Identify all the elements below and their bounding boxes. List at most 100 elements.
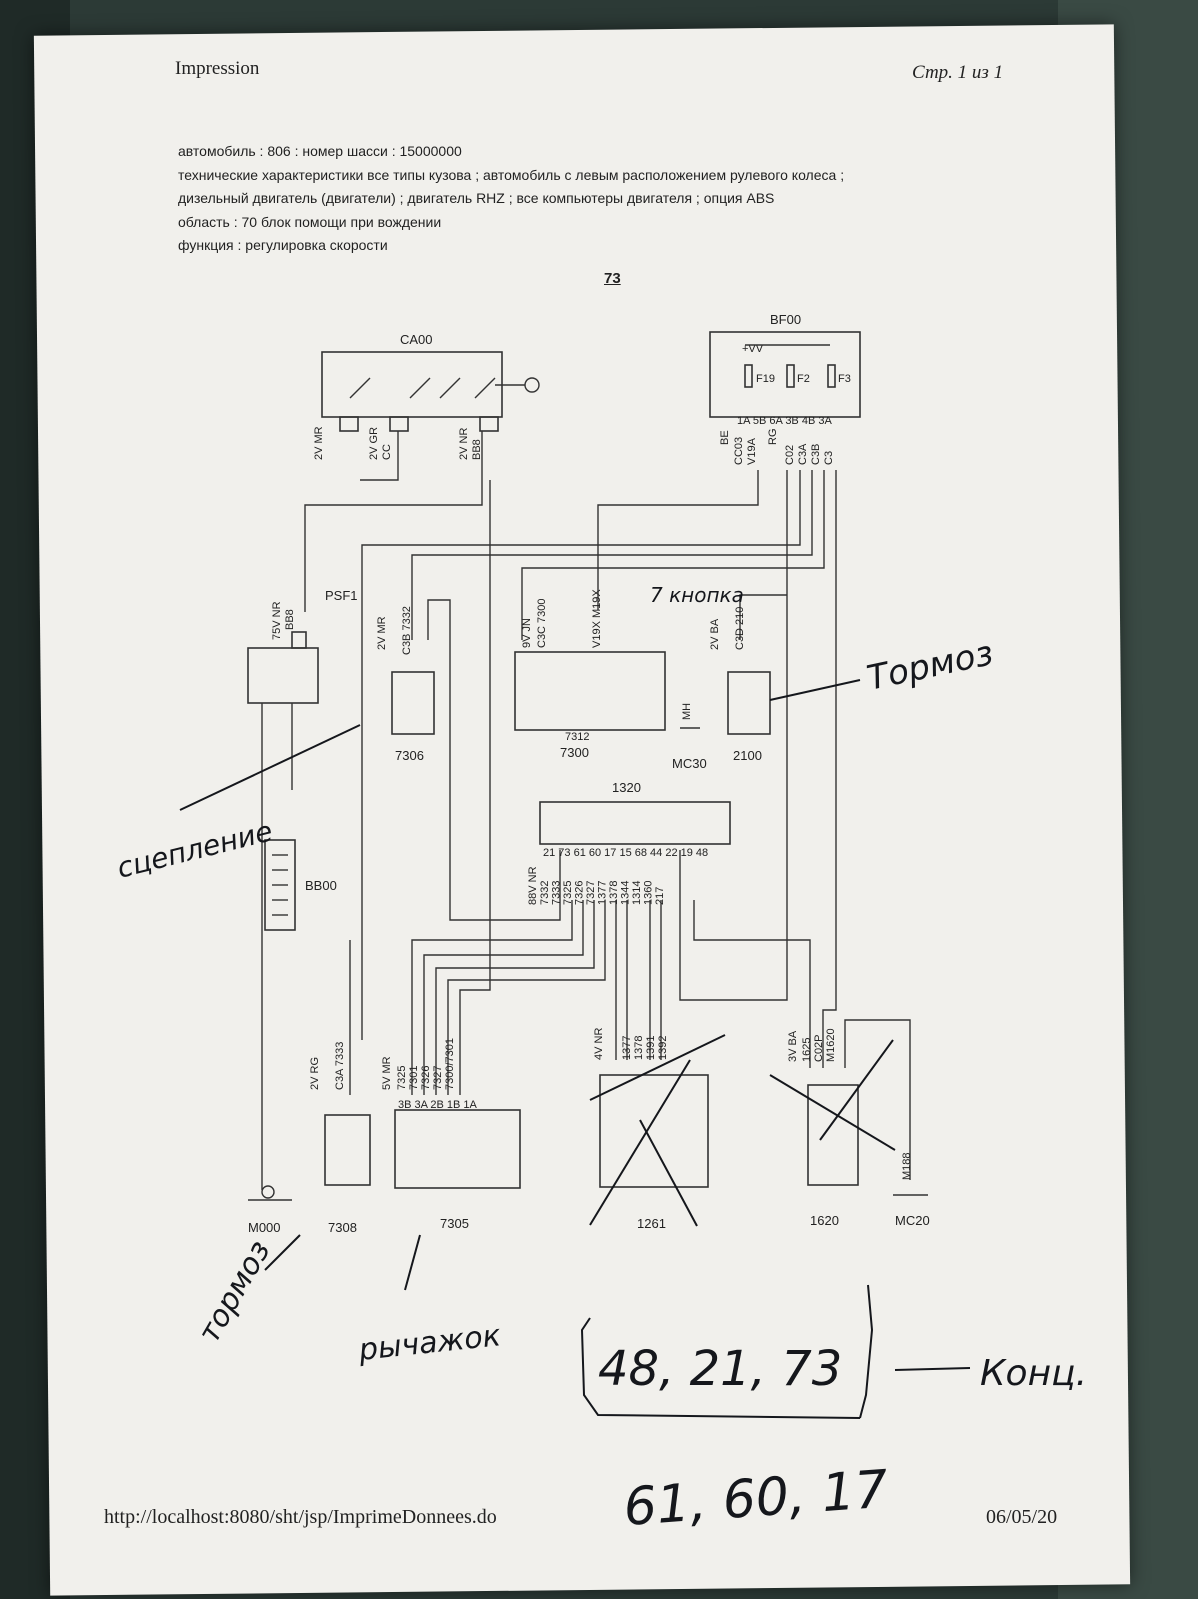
header-title: Impression: [175, 58, 260, 79]
bf00-pins: 1A 5B 6A 3B 4B 3A: [737, 415, 832, 427]
fuse-f3-label: F3: [838, 373, 851, 385]
c1620-wire-label: M1620: [825, 1028, 837, 1062]
header-page-number: Стр. 1 из 1: [912, 62, 1004, 83]
c1620-wire-label: 1625: [801, 1038, 813, 1062]
ca00-conn-c: 2V NR: [458, 428, 470, 460]
bf00-wire-c3a: C3A: [797, 443, 809, 465]
c7305-conn: 5V MR: [381, 1056, 393, 1090]
c2100-wire: C3D 210: [734, 607, 746, 650]
bb00-label: BB00: [305, 878, 337, 893]
c1320-pins: 21 73 61 60 17 15 68 44 22 19 48: [543, 847, 708, 859]
footer-date: 06/05/20: [986, 1506, 1058, 1528]
bf00-conn-a: BE: [719, 430, 731, 445]
note-lever: рычажок: [356, 1318, 502, 1368]
c1320-conn: 88V NR: [527, 866, 539, 905]
c7306-wire: C3B 7332: [401, 606, 413, 655]
c7306-conn: 2V MR: [376, 616, 388, 650]
ca00-conn-b-wire: CC: [381, 444, 393, 460]
bf00-wire-v19a: V19A: [746, 437, 758, 465]
c1261-wire-label: 1377: [621, 1036, 633, 1060]
note-clutch: сцепление: [114, 814, 276, 884]
c1320-wire-label: 1314: [631, 881, 643, 905]
c1320-wire-label: 7325: [562, 881, 574, 905]
c1320-wire-label: 7332: [539, 881, 551, 905]
c1320-wire-label: 7326: [574, 881, 586, 905]
ca00-label: CA00: [400, 332, 433, 347]
component-1320: 1320 21 73 61 60 17 15 68 44 22 19 48 88…: [527, 780, 731, 905]
c1320-wire-label: 7327: [585, 881, 597, 905]
c1261-conn: 4V NR: [593, 1028, 605, 1060]
note-brake: Тормоз: [864, 633, 997, 699]
c7305-wire-label: 7325: [396, 1066, 408, 1090]
ca00-conn-a: 2V MR: [313, 426, 325, 460]
c7306-label: 7306: [395, 748, 424, 763]
c7308-label: 7308: [328, 1220, 357, 1235]
c1320-label: 1320: [612, 780, 641, 795]
note-end: Конц.: [980, 1353, 1087, 1394]
c1261-wire-label: 1378: [633, 1036, 645, 1060]
bf00-wire-c3: C3: [823, 451, 835, 465]
mc30-wire: MH: [681, 703, 693, 720]
fuse-vv-label: +VV: [742, 343, 764, 355]
c1261-wire-label: 1391: [645, 1036, 657, 1060]
component-7308: 2V RG C3A 7333 7308: [309, 1042, 371, 1235]
note-pins-2: 61, 60, 17: [622, 1460, 890, 1538]
c1320-wire-label: 7333: [551, 881, 563, 905]
component-7306: 2V MR C3B 7332 7306: [376, 599, 561, 921]
note-button: 7 кнопка: [650, 583, 744, 607]
bf00-label: BF00: [770, 312, 801, 327]
c1320-wire-label: 217: [654, 887, 666, 905]
function-line: функция : регулировка скорости: [178, 237, 388, 253]
c7300-label: 7300: [560, 745, 589, 760]
c1320-wire-label: 1344: [620, 881, 632, 905]
bf00-wire-c02: C02: [784, 445, 796, 465]
c1320-wire-label: 1360: [643, 881, 655, 905]
component-ca00: CA00 2V MR 2V GR CC 2V NR BB8: [313, 332, 540, 460]
c7305-pins: 3B 3A 2B 1B 1A: [398, 1099, 478, 1111]
wires-top: [304, 431, 837, 1068]
footer-url: http://localhost:8080/sht/jsp/ImprimeDon…: [104, 1506, 497, 1528]
psf1-label: PSF1: [325, 588, 358, 603]
fuse-f2-label: F2: [797, 373, 810, 385]
c1620-conn: 3V BA: [787, 1030, 799, 1062]
c7305-label: 7305: [440, 1216, 469, 1231]
c2100-conn: 2V BA: [709, 618, 721, 650]
specs-line: технические характеристики все типы кузо…: [178, 166, 845, 183]
bf00-conn-b: RG: [767, 429, 779, 446]
mc20-label: MC20: [895, 1213, 930, 1228]
c7312-label: 7312: [565, 731, 589, 743]
note-pins-1: 48, 21, 73: [598, 1341, 842, 1397]
wires-bottom: [349, 480, 911, 1180]
component-bf00: BF00 +VV F19 F2 F3 1A 5B 6A 3B 4B 3A BE …: [709, 312, 861, 465]
ca00-conn-c-wire: BB8: [471, 439, 483, 460]
c7305-wire-label: 7326: [420, 1066, 432, 1090]
component-7300: 9V JN C3C 7300 V19X M19X 7312 7300 MC30 …: [514, 589, 707, 771]
component-psf1: PSF1 75V NR BB8: [247, 588, 358, 1190]
mc30-label: MC30: [672, 756, 707, 771]
vehicle-line: автомобиль : 806 : номер шасси : 1500000…: [178, 143, 462, 159]
bf00-wire-cc03: CC03: [733, 437, 745, 465]
c7308-wire: C3A 7333: [334, 1042, 346, 1090]
psf1-conn: 75V NR: [271, 601, 283, 640]
c7305-wire-label: 7300/7301: [444, 1038, 456, 1090]
c1261-wire-label: 1392: [657, 1036, 669, 1060]
engine-line: дизельный двигатель (двигатели) ; двигат…: [178, 190, 775, 206]
c1320-wire-label: 1377: [597, 881, 609, 905]
c1620-label: 1620: [810, 1213, 839, 1228]
c7300-wire2: V19X M19X: [591, 589, 603, 648]
c7308-conn: 2V RG: [309, 1057, 321, 1090]
mc20-wire: M188: [901, 1152, 913, 1180]
c1261-label: 1261: [637, 1216, 666, 1231]
c7305-wire-label: 7327: [432, 1066, 444, 1090]
vehicle-info: автомобиль : 806 : номер шасси : 1500000…: [178, 140, 844, 258]
ca00-conn-b: 2V GR: [368, 427, 380, 460]
c7300-conn: 9V JN: [521, 618, 533, 648]
component-bb00: BB00 M000: [248, 839, 337, 1235]
c1620-wire-label: C02P: [813, 1034, 825, 1062]
